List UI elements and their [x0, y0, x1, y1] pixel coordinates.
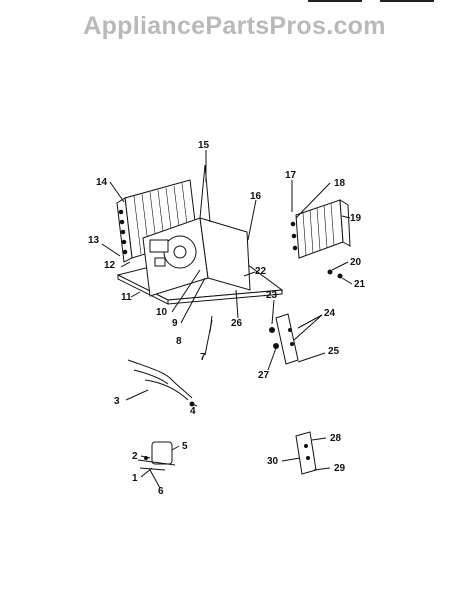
callout-13: 13: [88, 235, 100, 246]
callout-18: 18: [334, 178, 346, 189]
callout-16: 16: [250, 191, 262, 202]
callout-12: 12: [104, 260, 116, 271]
watermark-text: AppliancePartsPros.com: [83, 12, 386, 40]
callout-5: 5: [182, 441, 188, 452]
callout-28: 28: [330, 433, 342, 444]
callout-21: 21: [354, 279, 366, 290]
top-edge-line-right: [380, 0, 434, 2]
callout-6: 6: [158, 486, 164, 497]
callout-2: 2: [132, 451, 138, 462]
fan-shroud: [142, 164, 251, 297]
callout-8: 8: [176, 336, 182, 347]
callout-25: 25: [328, 346, 340, 357]
callout-26: 26: [231, 318, 243, 329]
callout-30: 30: [267, 456, 279, 467]
callout-3: 3: [114, 396, 120, 407]
callout-29: 29: [334, 463, 346, 474]
callout-17: 17: [285, 170, 297, 181]
callout-14: 14: [96, 177, 108, 188]
wire-harness: [127, 359, 195, 407]
capacitor-assembly: [137, 441, 176, 471]
leader-lines: [101, 150, 353, 489]
callout-labels: 14 15 16 17 18 19 13 12 22 20 21 11 23 2…: [88, 140, 366, 497]
top-edge-line-left: [308, 0, 362, 2]
callout-19: 19: [350, 213, 362, 224]
callout-20: 20: [350, 257, 362, 268]
callout-4: 4: [190, 406, 196, 417]
callout-10: 10: [156, 307, 168, 318]
callout-15: 15: [198, 140, 210, 151]
callout-9: 9: [172, 318, 178, 329]
mounting-plate: [295, 431, 317, 475]
evaporator-coil: [290, 199, 351, 259]
callout-11: 11: [121, 292, 132, 303]
callout-23: 23: [266, 290, 278, 301]
callout-1: 1: [132, 473, 138, 484]
callout-24: 24: [324, 308, 336, 319]
callout-27: 27: [258, 370, 270, 381]
control-bracket: [269, 313, 299, 365]
callout-22: 22: [255, 266, 267, 277]
callout-7: 7: [200, 352, 206, 363]
screw-hardware: [327, 269, 343, 279]
